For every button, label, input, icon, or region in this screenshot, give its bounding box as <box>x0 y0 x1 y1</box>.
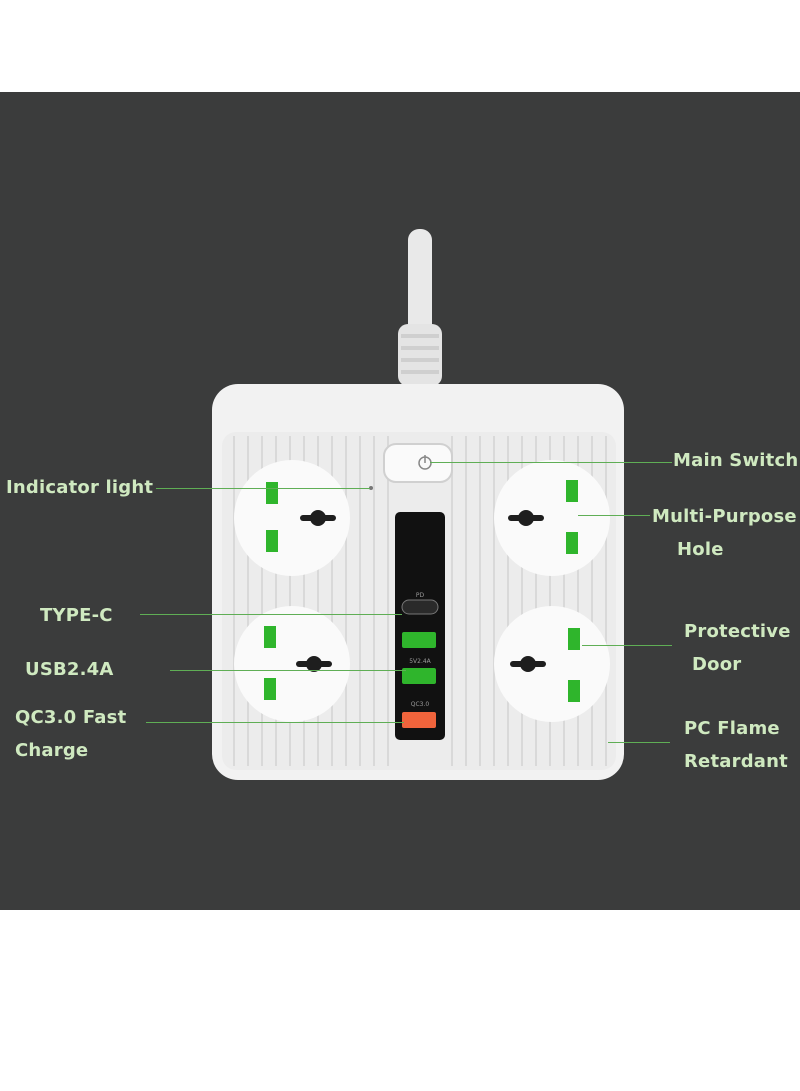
usb-port-label: 5V2.4A <box>409 658 431 665</box>
power-cable <box>398 229 442 386</box>
callout-qc-line1: QC3.0 Fast <box>15 707 127 728</box>
leader-main-switch <box>430 462 672 463</box>
callout-protective-door-line2: Door <box>692 654 742 675</box>
socket-bottom-left <box>234 606 350 722</box>
socket-top-right <box>494 460 610 576</box>
leader-usb <box>170 670 406 671</box>
leader-type-c <box>140 614 402 615</box>
power-strip-illustration: PD 5V2.4A QC3.0 <box>212 229 624 780</box>
callout-pc-flame-line1: PC Flame <box>684 718 780 739</box>
main-switch <box>383 443 453 483</box>
pd-port-label: PD <box>416 592 425 599</box>
callout-protective-door-line1: Protective <box>684 621 791 642</box>
usb-panel: PD 5V2.4A QC3.0 <box>395 512 445 740</box>
leader-pc-flame <box>608 742 670 743</box>
callout-multi-purpose-line1: Multi-Purpose <box>652 506 797 527</box>
callout-multi-purpose-line2: Hole <box>677 539 724 560</box>
callout-pc-flame-line2: Retardant <box>684 751 788 772</box>
callout-usb: USB2.4A <box>25 659 114 680</box>
callout-type-c: TYPE-C <box>40 605 113 626</box>
leader-indicator-light <box>156 488 370 489</box>
leader-protective-door <box>582 645 672 646</box>
callout-qc-line2: Charge <box>15 740 89 761</box>
socket-top-left <box>234 460 350 576</box>
product-photo: PD 5V2.4A QC3.0 <box>0 92 800 910</box>
callout-indicator-light: Indicator light <box>6 477 154 498</box>
socket-bottom-right <box>494 606 610 722</box>
leader-multi-purpose-hole <box>578 515 650 516</box>
qc-port-label: QC3.0 <box>411 701 430 708</box>
leader-qc <box>146 722 404 723</box>
callout-main-switch: Main Switch <box>673 450 799 471</box>
